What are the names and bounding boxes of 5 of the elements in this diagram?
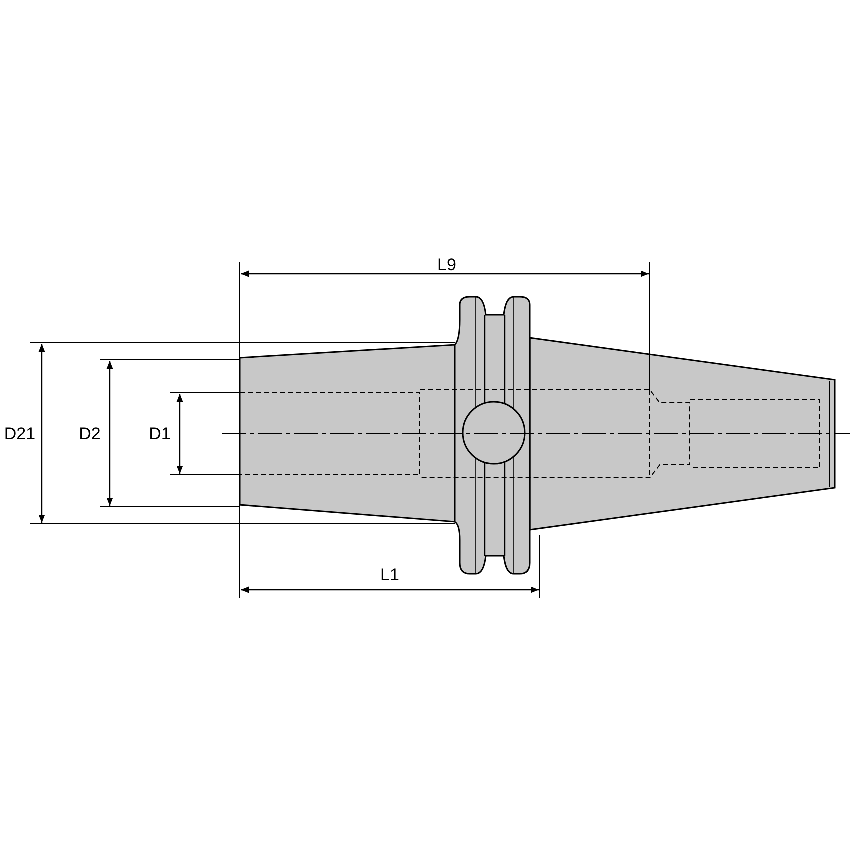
dimension-label: L1 xyxy=(380,566,400,584)
dimension-label: D21 xyxy=(3,426,37,442)
dimension-label: D2 xyxy=(78,426,102,442)
dimension-label: D1 xyxy=(148,426,172,442)
dimension-label: L9 xyxy=(436,256,458,274)
